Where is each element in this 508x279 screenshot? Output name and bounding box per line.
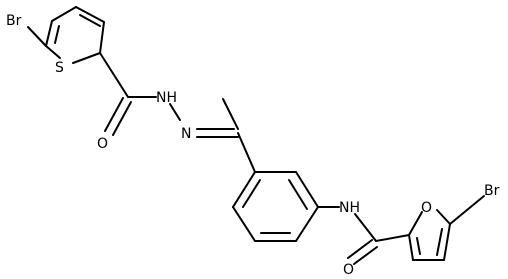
- bond-c2-s: [72, 52, 101, 64]
- benzene-ring: [232, 132, 319, 242]
- bond-ring-6-inner: [242, 179, 261, 208]
- label-o-amide-carbonyl: O: [343, 262, 354, 278]
- bond-s-c5: [45, 45, 61, 59]
- bond-c5-br: [27, 26, 47, 47]
- bond-c3-c2: [99, 21, 105, 54]
- hydrazide-group: [99, 52, 239, 138]
- label-o-hydrazide-carbonyl: O: [97, 136, 108, 152]
- bond-c5-c4: [51, 6, 77, 22]
- bond-co-double-a: [104, 97, 124, 132]
- label-br-thiophene: Br: [6, 13, 22, 29]
- bond-carbonyl-furan: [375, 234, 410, 242]
- bond-c-methyl: [222, 98, 239, 130]
- label-br-furan: Br: [484, 183, 500, 199]
- label-nh-hydrazide: NH: [156, 90, 177, 106]
- bond-ring-6: [232, 171, 256, 208]
- bond-c4-c3: [75, 6, 105, 23]
- bond-co-double-b: [112, 101, 132, 136]
- bond-furan-c5-c4: [443, 223, 451, 261]
- label-n-hydrazone: N: [181, 126, 191, 142]
- bond-furan-c5-br: [449, 195, 485, 225]
- bond-furan-c3-c2-inner: [416, 237, 421, 255]
- bond-ring-2-inner: [288, 179, 308, 210]
- label-s-thiophene: S: [55, 60, 64, 76]
- bond-furan-c2-o: [408, 211, 423, 236]
- bond-c4-c3-inner: [79, 14, 101, 27]
- bond-nh-carbonyl: [354, 213, 377, 242]
- bond-amide-co-a: [347, 239, 373, 259]
- bond-ring-2: [295, 171, 319, 208]
- bond-furan-o-c5: [436, 209, 451, 225]
- furan-ring: [408, 195, 485, 261]
- bond-c5-c4-inner: [54, 25, 60, 44]
- bond-ring-5: [232, 206, 256, 242]
- bond-ring-3: [295, 206, 319, 242]
- bond-c5-c4-double: [45, 20, 53, 47]
- label-o-furan: O: [421, 200, 432, 216]
- amide-group: [317, 206, 410, 265]
- bond-nh-n: [169, 103, 181, 121]
- bond-furan-c3-c2: [408, 234, 414, 261]
- label-nh-amide: NH: [339, 200, 360, 216]
- bond-ring-carbonyl: [99, 52, 129, 98]
- bond-imine-c-ring: [237, 132, 256, 173]
- bond-furan-c5-c4-inner: [436, 228, 443, 256]
- thiophene-ring: [27, 6, 105, 64]
- bond-amide-co-b: [353, 246, 378, 265]
